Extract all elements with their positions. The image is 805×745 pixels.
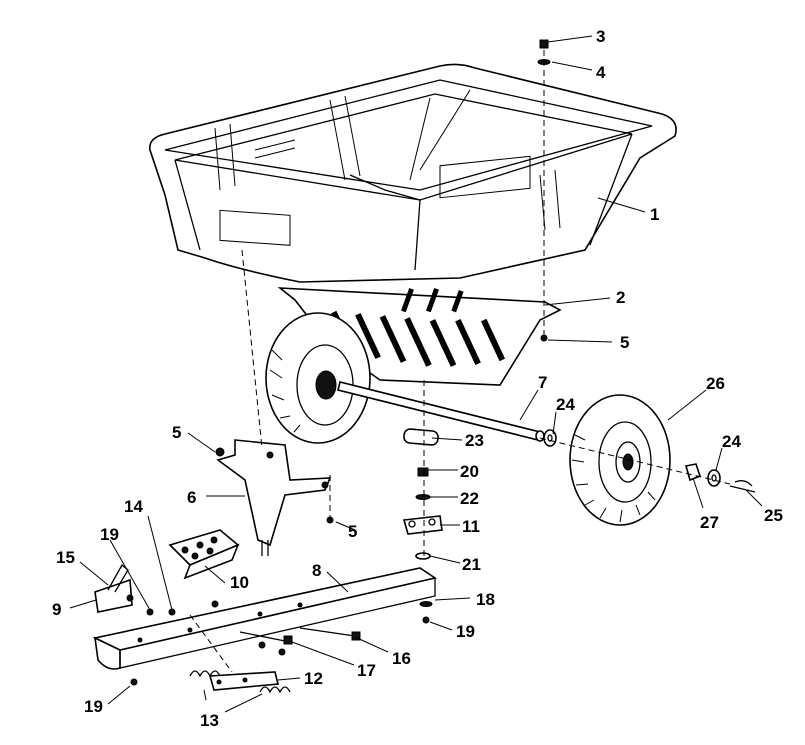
callout-15: 15 [56, 548, 75, 567]
right-wheel-part [569, 394, 671, 526]
callout-24a: 24 [556, 395, 575, 414]
callout-11: 11 [462, 517, 480, 536]
callout-17: 17 [357, 661, 376, 680]
callout-6: 6 [187, 488, 196, 507]
callout-5b: 5 [172, 423, 181, 442]
callout-5a: 5 [620, 333, 629, 352]
hitch-part [94, 563, 134, 613]
axle-part [337, 381, 545, 442]
callout-1: 1 [650, 205, 659, 224]
callout-18: 18 [476, 590, 495, 609]
pivot-hardware [402, 428, 443, 560]
callout-10: 10 [230, 573, 249, 592]
callout-2: 2 [616, 288, 625, 307]
small-hardware [130, 334, 548, 686]
callout-16: 16 [392, 649, 411, 668]
callout-19c: 19 [84, 697, 103, 716]
tongue-bracket-part [215, 439, 334, 556]
tub-part [148, 63, 677, 283]
callout-4: 4 [596, 63, 606, 82]
callout-numbers: 3 4 1 2 5 7 24 26 24 25 27 23 20 22 11 2… [52, 27, 783, 730]
callout-22: 22 [460, 489, 479, 508]
callout-21: 21 [462, 555, 481, 574]
callout-9: 9 [52, 600, 61, 619]
callout-12: 12 [304, 669, 323, 688]
callout-26: 26 [706, 374, 725, 393]
callout-13: 13 [200, 711, 219, 730]
callout-27: 27 [700, 513, 719, 532]
callout-7: 7 [538, 373, 547, 392]
callout-20: 20 [460, 462, 479, 481]
leader-lines [69, 35, 763, 713]
callout-24b: 24 [722, 432, 741, 451]
tongue-bolts [239, 627, 361, 656]
callout-25: 25 [764, 506, 783, 525]
callout-3: 3 [596, 27, 605, 46]
callout-19b: 19 [456, 622, 475, 641]
springs-and-plate [189, 670, 291, 694]
tongue-part [92, 567, 437, 670]
callout-5c: 5 [348, 522, 357, 541]
hitch-bracket-part [168, 529, 240, 580]
callout-14: 14 [124, 497, 143, 516]
callout-19a: 19 [100, 525, 119, 544]
callout-8: 8 [312, 561, 321, 580]
left-wheel [265, 312, 371, 444]
callout-23: 23 [465, 431, 484, 450]
assembly-lines [189, 50, 731, 673]
